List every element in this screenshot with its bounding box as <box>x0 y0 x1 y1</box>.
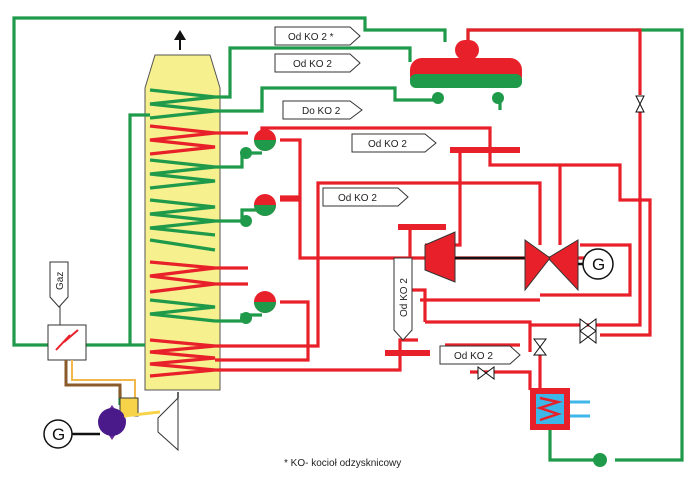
condensate-pump-icon <box>593 453 607 467</box>
steam-headers <box>385 147 520 356</box>
separator-drums <box>240 129 276 324</box>
svg-text:Od KO 2: Od KO 2 <box>399 278 410 317</box>
economizer-coils <box>149 88 216 323</box>
drum-pump-icon <box>492 92 504 104</box>
footnote: * KO- kocioł odzysknicowy <box>284 458 401 469</box>
tag-od-ko2-top: Od KO 2 <box>274 53 361 73</box>
svg-text:Do KO 2: Do KO 2 <box>302 106 341 117</box>
gas-turbine-set <box>43 290 179 452</box>
svg-text:Od KO 2: Od KO 2 <box>338 193 377 204</box>
exhaust-arrow-icon <box>174 30 186 40</box>
svg-text:Od KO 2 *: Od KO 2 * <box>288 32 334 43</box>
generator-left-icon <box>43 419 73 449</box>
tag-do-ko2: Do KO 2 <box>282 100 363 120</box>
condenser <box>530 388 607 467</box>
tag-od-ko2-left: Od KO 2 <box>322 187 409 207</box>
valves <box>477 95 645 380</box>
drum-pump-icon <box>432 92 444 104</box>
tag-od-ko2-bottom: Od KO 2 <box>439 345 521 365</box>
generator-left-label: G <box>52 425 65 444</box>
tag-gaz: Gaz <box>49 261 69 308</box>
svg-text:Od KO 2: Od KO 2 <box>454 351 493 362</box>
tag-od-ko2-mid: Od KO 2 <box>351 133 437 153</box>
generator-right-icon <box>582 248 614 280</box>
water-pipes <box>12 16 684 462</box>
tag-od-ko2-star: Od KO 2 * <box>274 26 361 46</box>
steam-turbine-set <box>424 231 614 292</box>
svg-text:Od KO 2: Od KO 2 <box>293 59 332 70</box>
generator-right-label: G <box>592 255 605 274</box>
steam-drum <box>410 40 522 104</box>
tag-od-ko2-vertical: Od KO 2 <box>393 257 413 341</box>
svg-text:Gaz: Gaz <box>55 272 66 290</box>
svg-text:Od KO 2: Od KO 2 <box>368 139 407 150</box>
